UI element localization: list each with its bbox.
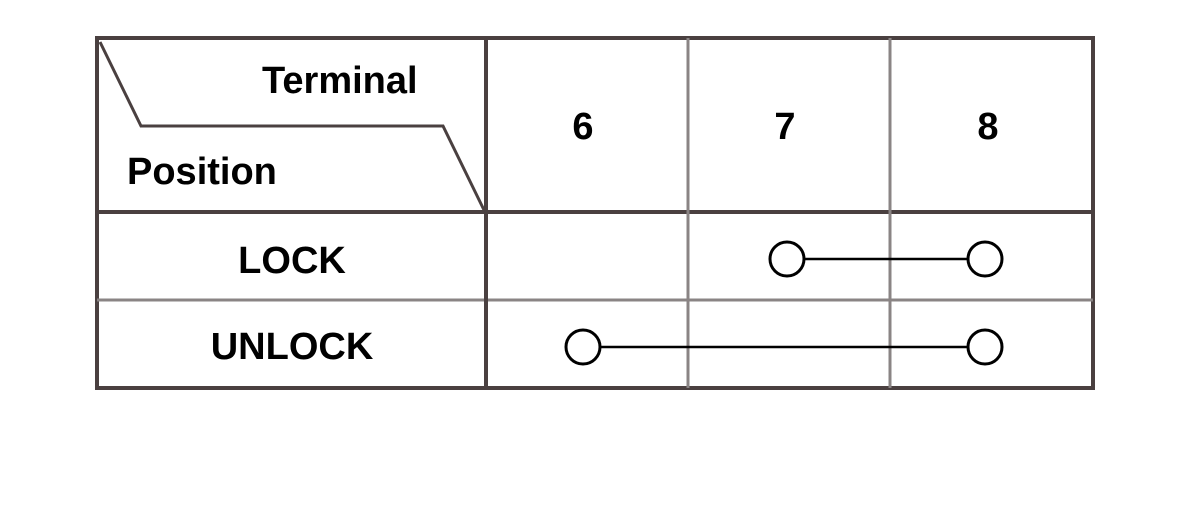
column-header-7: 7: [774, 106, 796, 148]
terminal-6-node: [564, 328, 602, 366]
column-header-6: 6: [572, 106, 594, 148]
lock-connection: [768, 240, 1004, 278]
corner-split-line: [98, 41, 486, 211]
column-header-8: 8: [977, 106, 999, 148]
terminal-8-node: [966, 240, 1004, 278]
terminal-8-node: [966, 328, 1004, 366]
position-header: Position: [127, 151, 277, 193]
terminal-7-node: [768, 240, 806, 278]
row-label-unlock: UNLOCK: [210, 326, 374, 368]
unlock-connection: [564, 328, 1004, 366]
terminal-header: Terminal: [262, 60, 418, 102]
row-label-lock: LOCK: [238, 240, 346, 282]
